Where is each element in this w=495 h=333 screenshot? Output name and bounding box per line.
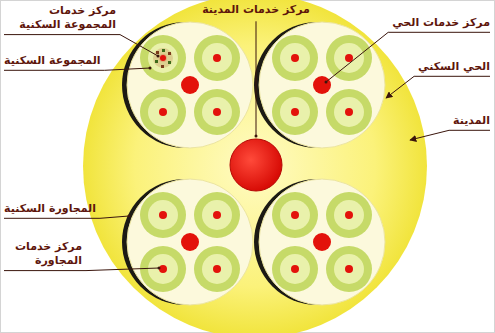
leader-line [4, 35, 158, 56]
callout-label: المجاورة السكنية [4, 202, 96, 216]
leader-line [326, 32, 490, 82]
callout-label: المجموعة السكنية [4, 54, 101, 68]
city-circle [83, 0, 427, 333]
callout-label: مركز خدمات المجموعة السكنية [4, 4, 116, 33]
callout-label: مركز خدمات المدينة [202, 3, 310, 17]
city-center [230, 139, 282, 191]
leader-tip [157, 55, 160, 58]
callout-label: مركز خدمات الحي [392, 16, 490, 30]
leader-tip [325, 81, 328, 84]
leader-tip [128, 215, 131, 218]
leader-line [4, 68, 150, 70]
leader-line [4, 216, 129, 218]
leader-tip [158, 267, 161, 270]
leader-line [410, 130, 490, 140]
callout-label: المدينة [453, 114, 490, 128]
district-circle [254, 179, 385, 305]
leader-line [386, 76, 490, 98]
district-circle [122, 22, 253, 148]
callout-label: مركز خدمات المجاورة [4, 240, 82, 269]
leader-tip [255, 135, 258, 138]
leader-line [256, 21, 257, 136]
district-circle [254, 22, 385, 148]
callout-label: الحي السكني [418, 60, 490, 74]
leader-line [4, 268, 159, 271]
district-circle [122, 179, 253, 305]
housing-cluster [153, 48, 173, 68]
leader-tip [149, 67, 152, 70]
